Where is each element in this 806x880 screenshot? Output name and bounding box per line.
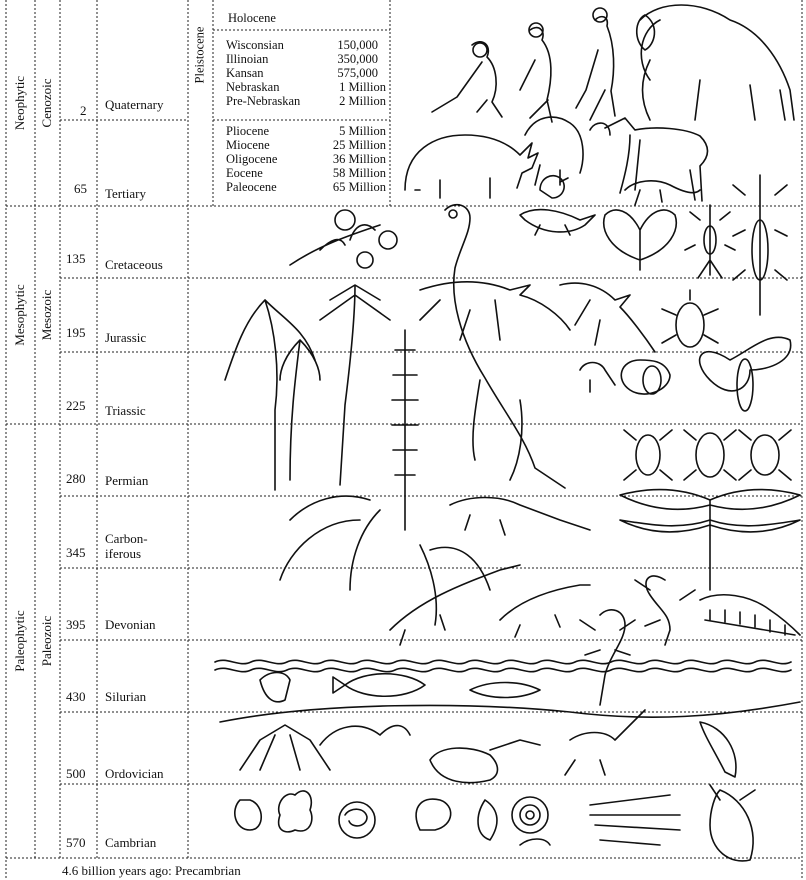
period-mya-jurassic: 195 <box>66 326 86 340</box>
small-rodent-drawing <box>540 176 568 198</box>
epoch-name: Miocene <box>226 139 270 152</box>
eon-label-paleophytic: Paleophytic <box>12 610 28 671</box>
period-name-quaternary: Quaternary <box>105 98 163 112</box>
era-label-cenozoic: Cenozoic <box>39 78 55 127</box>
period-name-permian: Permian <box>105 474 148 488</box>
horse-drawing <box>605 118 708 205</box>
centipede-drawing <box>700 595 800 635</box>
rhinoceros-drawing <box>405 135 538 198</box>
period-mya-ordovician: 500 <box>66 767 86 781</box>
era-label-mesozoic: Mesozoic <box>39 290 55 341</box>
ferns-drawing <box>280 496 490 625</box>
pterosaur-drawing <box>420 282 655 352</box>
period-name-silurian: Silurian <box>105 690 146 704</box>
period-name-devonian: Devonian <box>105 618 156 632</box>
scorpion-drawing <box>635 576 695 645</box>
stage-age: 150,000 <box>306 39 378 52</box>
eon-label-neophytic: Neophytic <box>12 76 28 130</box>
primate-drawing <box>525 117 610 185</box>
period-mya-devonian: 395 <box>66 618 86 632</box>
epoch-name: Pliocene <box>226 125 269 138</box>
period-mya-cambrian: 570 <box>66 836 86 850</box>
sea-scorpion-drawing <box>580 610 635 705</box>
stage-name: Illinoian <box>226 53 268 66</box>
period-name-ordovician: Ordovician <box>105 767 163 781</box>
illustrations <box>215 5 800 861</box>
stage-age: 350,000 <box>306 53 378 66</box>
dragonfly-drawing <box>620 490 800 590</box>
stage-name: Pre-Nebraskan <box>226 95 300 108</box>
dinosaur-drawing <box>445 205 565 488</box>
epoch-age: 58 Million <box>314 167 386 180</box>
fish-drawing <box>260 673 540 702</box>
epoch-name: Paleocene <box>226 181 277 194</box>
table-grid <box>6 0 802 880</box>
epoch-label-pleistocene: Pleistocene <box>193 27 208 84</box>
cambrian-invertebrates-drawing <box>235 785 755 861</box>
period-name-carboniferous: Carbon- iferous <box>105 531 148 561</box>
epoch-holocene: Holocene <box>228 12 276 25</box>
period-name-jurassic: Jurassic <box>105 331 146 345</box>
insects-drawing <box>604 175 791 480</box>
epoch-name: Oligocene <box>226 153 277 166</box>
period-mya-silurian: 430 <box>66 690 86 704</box>
epoch-age: 36 Million <box>314 153 386 166</box>
stage-age: 575,000 <box>306 67 378 80</box>
epoch-age: 65 Million <box>314 181 386 194</box>
period-name-cretaceous: Cretaceous <box>105 258 163 272</box>
period-name-cambrian: Cambrian <box>105 836 156 850</box>
sea-waves-drawing <box>215 660 791 671</box>
stage-name: Kansan <box>226 67 264 80</box>
epoch-name: Eocene <box>226 167 263 180</box>
ordovician-invertebrates-drawing <box>220 702 800 783</box>
epoch-age: 25 Million <box>314 139 386 152</box>
amphibians-drawing <box>390 498 590 646</box>
stage-name: Nebraskan <box>226 81 279 94</box>
eon-label-mesophytic: Mesophytic <box>12 284 28 345</box>
period-mya-carboniferous: 345 <box>66 546 86 560</box>
period-mya-triassic: 225 <box>66 399 86 413</box>
period-mya-tertiary: 65 <box>74 182 87 196</box>
tree-ferns-drawing <box>225 285 418 530</box>
hominid-evolution-drawing <box>432 8 615 122</box>
precambrian-footer: 4.6 billion years ago: Precambrian <box>62 863 241 879</box>
period-name-triassic: Triassic <box>105 404 146 418</box>
flowering-plant-drawing <box>290 210 397 268</box>
stage-age: 1 Million <box>314 81 386 94</box>
period-mya-quaternary: 2 <box>80 104 87 118</box>
epoch-age: 5 Million <box>314 125 386 138</box>
stage-name: Wisconsian <box>226 39 284 52</box>
period-name-tertiary: Tertiary <box>105 187 146 201</box>
era-label-paleozoic: Paleozoic <box>39 616 55 667</box>
period-mya-cretaceous: 135 <box>66 252 86 266</box>
mammoth-drawing <box>637 5 794 120</box>
stage-age: 2 Million <box>314 95 386 108</box>
period-mya-permian: 280 <box>66 472 86 486</box>
